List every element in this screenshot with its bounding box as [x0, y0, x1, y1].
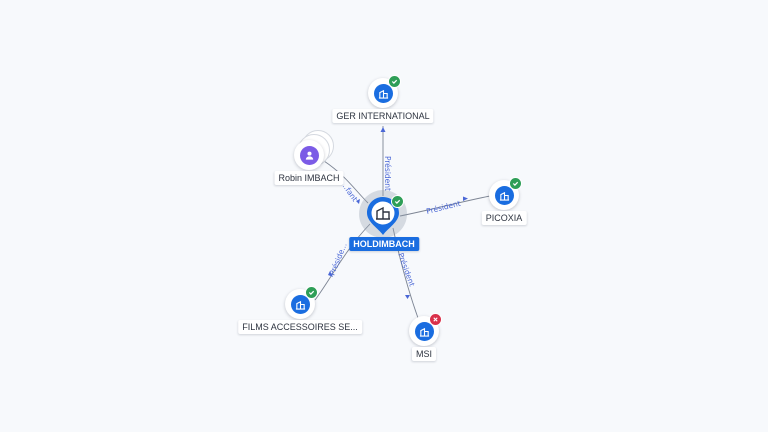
node-picoxia[interactable]	[489, 177, 522, 210]
node-robin-imbach[interactable]	[294, 140, 324, 170]
edge-label-ger: Président	[383, 156, 392, 191]
node-label-ger-international: GER INTERNATIONAL	[332, 109, 434, 123]
edge-label-msi: Président	[396, 252, 416, 288]
node-ger-international[interactable]	[368, 75, 401, 108]
node-label-robin-imbach: Robin IMBACH	[274, 171, 344, 185]
active-status-icon	[509, 177, 522, 190]
node-films-accessoires[interactable]	[285, 286, 318, 319]
node-msi[interactable]	[409, 313, 442, 346]
active-status-icon	[305, 286, 318, 299]
node-holdimbach[interactable]	[366, 195, 404, 235]
edge-label-films: Préside...	[328, 241, 349, 276]
edge-picoxia	[399, 195, 491, 217]
edge-label-picoxia: Président	[425, 199, 461, 216]
active-status-icon	[391, 195, 404, 208]
closed-status-icon	[429, 313, 442, 326]
node-label-films-accessoires: FILMS ACCESSOIRES SE...	[238, 320, 362, 334]
arrow-ger	[380, 127, 386, 132]
edge-robin-imbach	[323, 160, 369, 204]
node-label-holdimbach[interactable]: HOLDIMBACH	[349, 237, 419, 251]
arrow-films	[328, 271, 333, 277]
arrow-robin	[356, 199, 360, 204]
building-icon	[494, 185, 514, 205]
arrow-msi	[405, 295, 410, 299]
building-icon	[373, 83, 393, 103]
active-status-icon	[388, 75, 401, 88]
node-label-picoxia: PICOXIA	[481, 211, 527, 225]
node-label-msi: MSI	[411, 347, 437, 361]
person-icon	[299, 145, 319, 165]
building-icon	[290, 294, 310, 314]
building-icon	[376, 206, 390, 220]
arrow-picoxia	[463, 196, 468, 201]
map-pin-icon	[367, 197, 399, 235]
edge-films-accessoires	[314, 223, 371, 301]
building-icon	[414, 321, 434, 341]
